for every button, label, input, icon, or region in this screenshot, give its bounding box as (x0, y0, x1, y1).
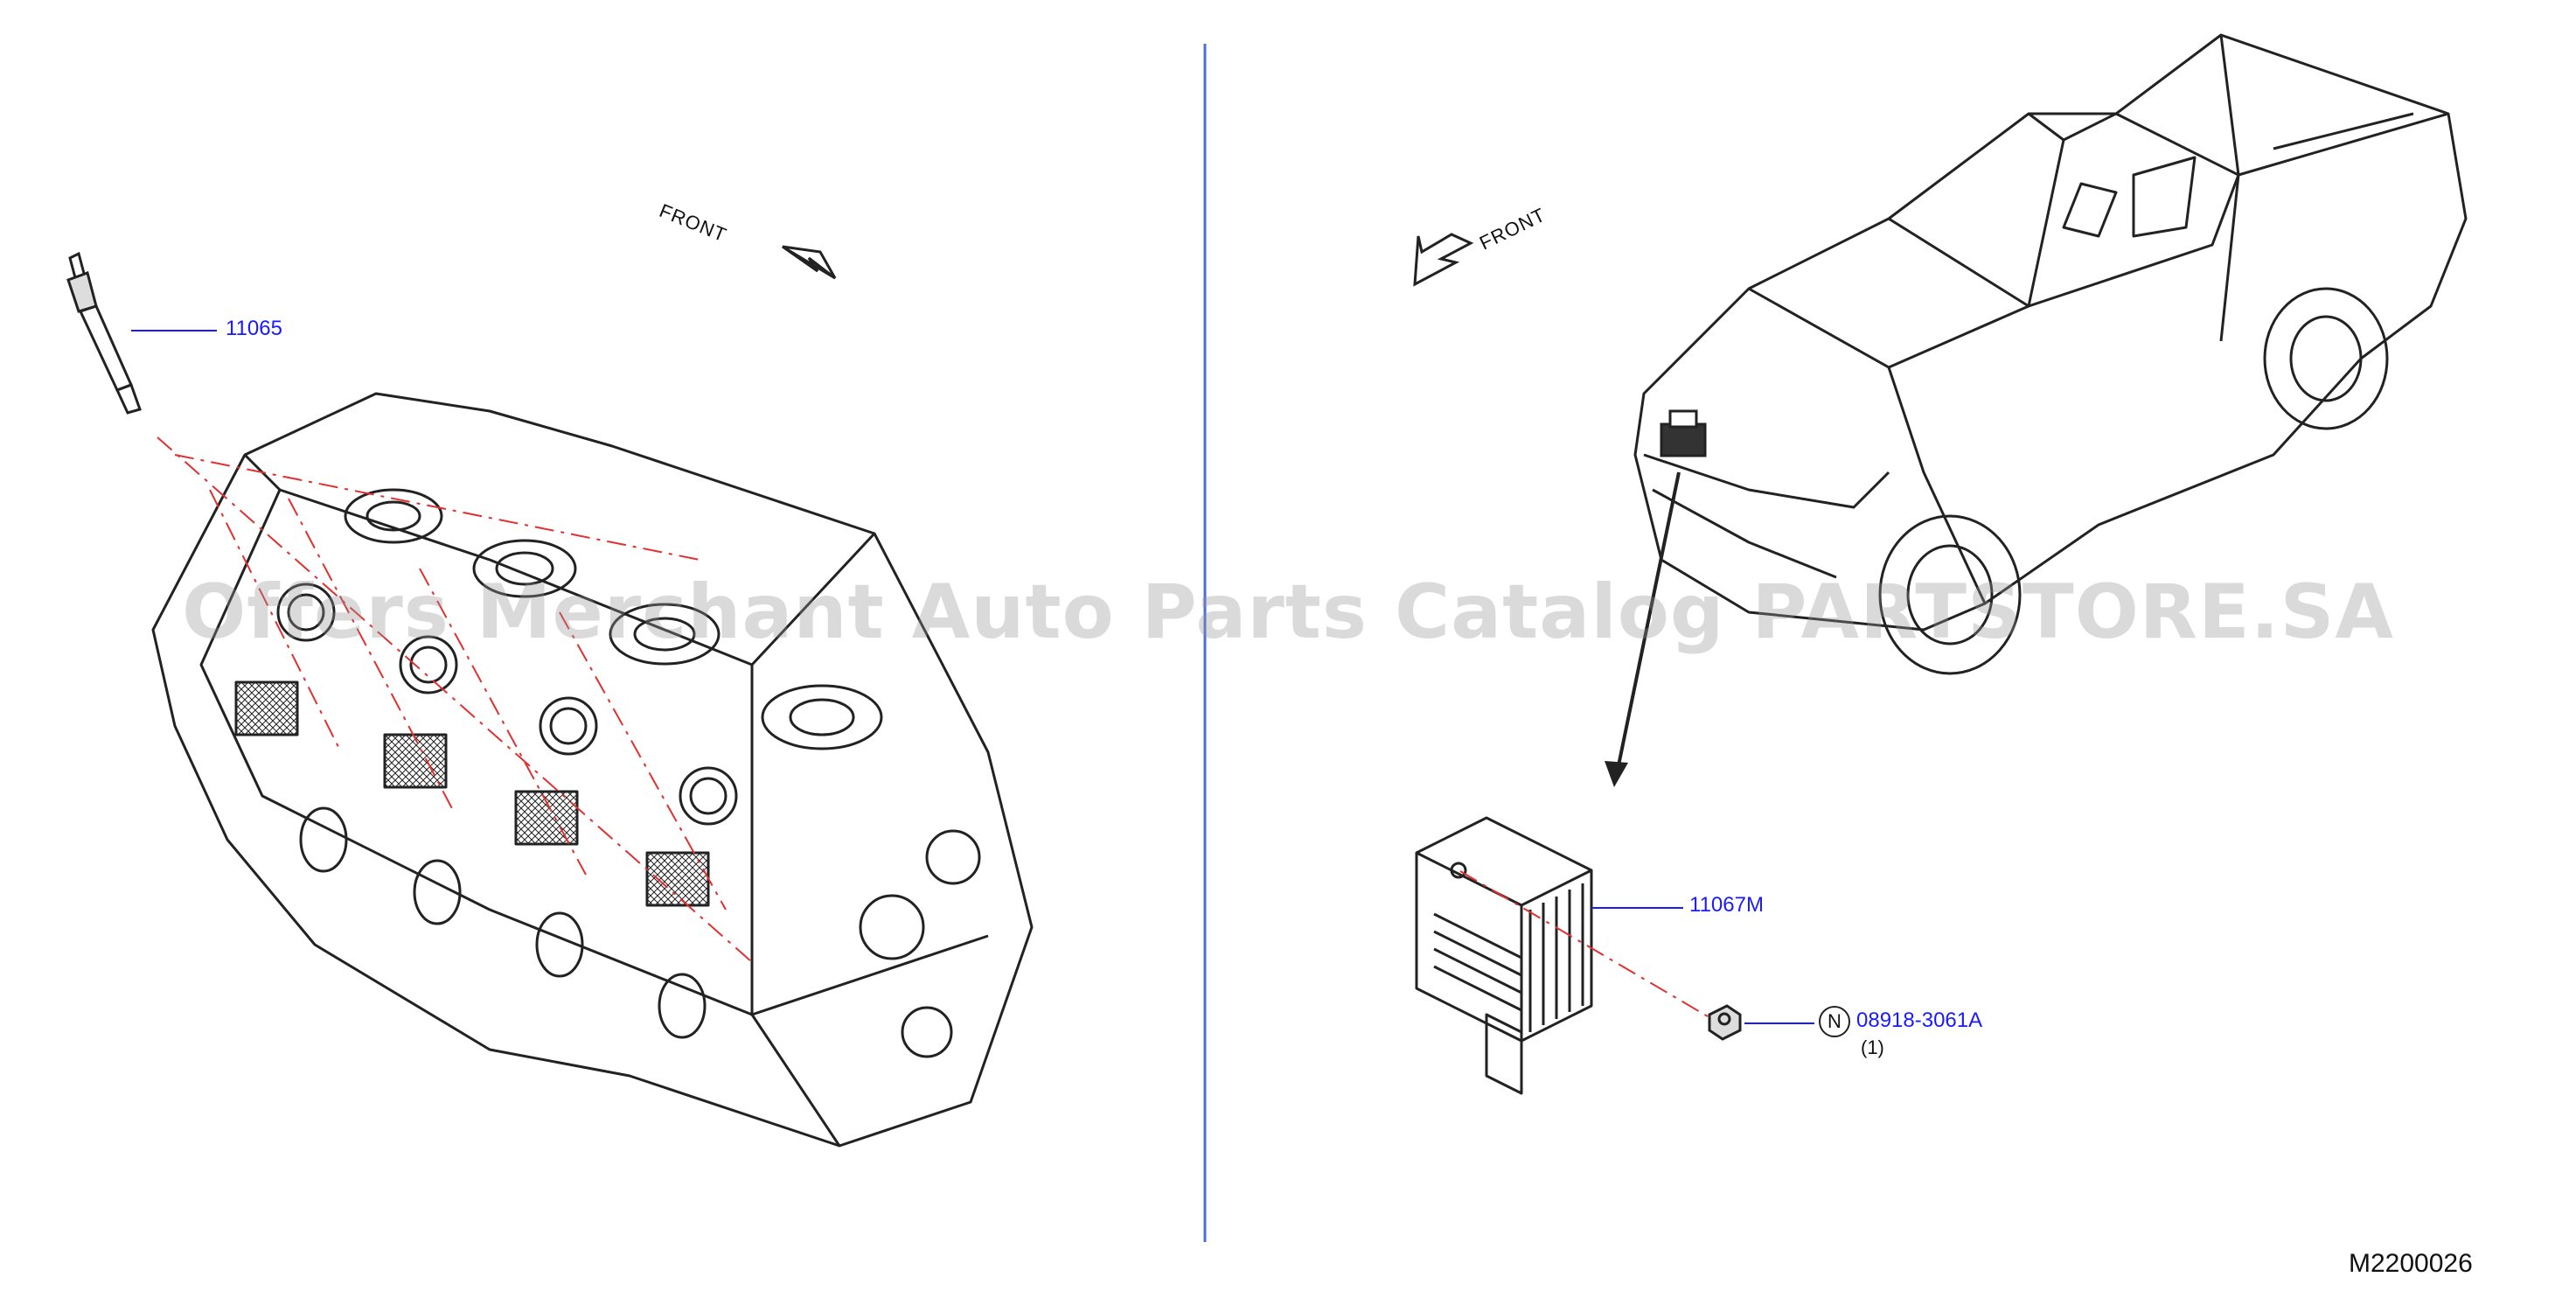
location-arrow-head-icon (1605, 761, 1628, 787)
front-arrow-left-icon (1413, 233, 1474, 287)
part-quantity: (1) (1861, 1036, 1884, 1058)
leader-lines-glow-plug (157, 436, 753, 963)
diagram-code: M2200026 (2349, 1249, 2473, 1278)
prefix-circle-icon (1819, 1006, 1850, 1037)
glow-relay-icon (1415, 816, 1593, 1095)
leader-line-relay-nut (1459, 870, 1713, 1020)
cylinder-head-icon (151, 392, 1034, 1148)
location-arrow (1616, 471, 1681, 771)
part-number-11065[interactable]: 11065 (226, 317, 282, 340)
pickup-truck-icon (1633, 33, 2468, 675)
watermark: Offers Merchant Auto Parts Catalog PARTS… (182, 569, 2394, 656)
front-arrow-right-icon (782, 245, 837, 280)
relay-location-icon (1660, 409, 1707, 457)
nut-icon (1708, 1004, 1742, 1041)
glow-plug-icon (66, 251, 142, 415)
prefix-letter: N (1828, 1010, 1841, 1032)
part-number-08918-3061a[interactable]: 08918-3061A (1856, 1008, 1983, 1032)
part-number-11067m[interactable]: 11067M (1689, 893, 1764, 917)
